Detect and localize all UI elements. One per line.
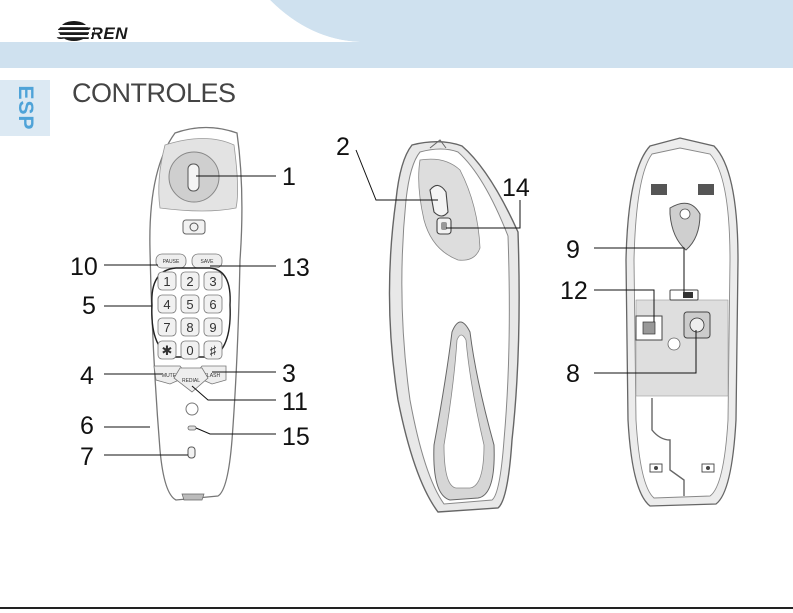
- callout-12: 12: [560, 277, 588, 305]
- keypad: PAUSE SAVE 1 2 3 4 5 6 7 8 9 ✱ 0: [152, 254, 230, 392]
- callout-7: 7: [80, 443, 94, 471]
- key-8: 8: [186, 320, 193, 335]
- key-6: 6: [209, 297, 216, 312]
- callout-15: 15: [282, 423, 310, 451]
- key-5: 5: [186, 297, 193, 312]
- pause-key-label: PAUSE: [163, 259, 180, 265]
- callout-6: 6: [80, 412, 94, 440]
- bottom-divider: [0, 607, 793, 609]
- microphone-hole: [186, 403, 198, 415]
- callout-9: 9: [566, 236, 580, 264]
- key-7: 7: [163, 320, 170, 335]
- key-star: ✱: [162, 343, 173, 358]
- key-9: 9: [209, 320, 216, 335]
- redial-key-label: REDIAL: [182, 378, 200, 384]
- save-key-label: SAVE: [201, 259, 215, 265]
- led-indicator: [188, 426, 196, 430]
- callout-3: 3: [282, 360, 296, 388]
- callout-1: 1: [282, 163, 296, 191]
- key-0: 0: [186, 343, 193, 358]
- key-1: 1: [163, 274, 170, 289]
- key-hash: ♯: [210, 343, 217, 358]
- ringer-switch: [188, 447, 195, 458]
- callout-2: 2: [336, 133, 350, 161]
- callout-10: 10: [70, 253, 98, 281]
- callout-5: 5: [82, 292, 96, 320]
- callout-13: 13: [282, 254, 310, 282]
- callout-11: 11: [282, 388, 308, 416]
- callout-14: 14: [502, 174, 530, 202]
- key-4: 4: [163, 297, 170, 312]
- phone-side-view: [389, 140, 519, 512]
- phone-back-view: [626, 138, 738, 506]
- callout-4: 4: [80, 362, 94, 390]
- key-3: 3: [209, 274, 216, 289]
- key-2: 2: [186, 274, 193, 289]
- phone-front-view: PAUSE SAVE 1 2 3 4 5 6 7 8 9 ✱ 0: [150, 128, 242, 501]
- callout-8: 8: [566, 360, 580, 388]
